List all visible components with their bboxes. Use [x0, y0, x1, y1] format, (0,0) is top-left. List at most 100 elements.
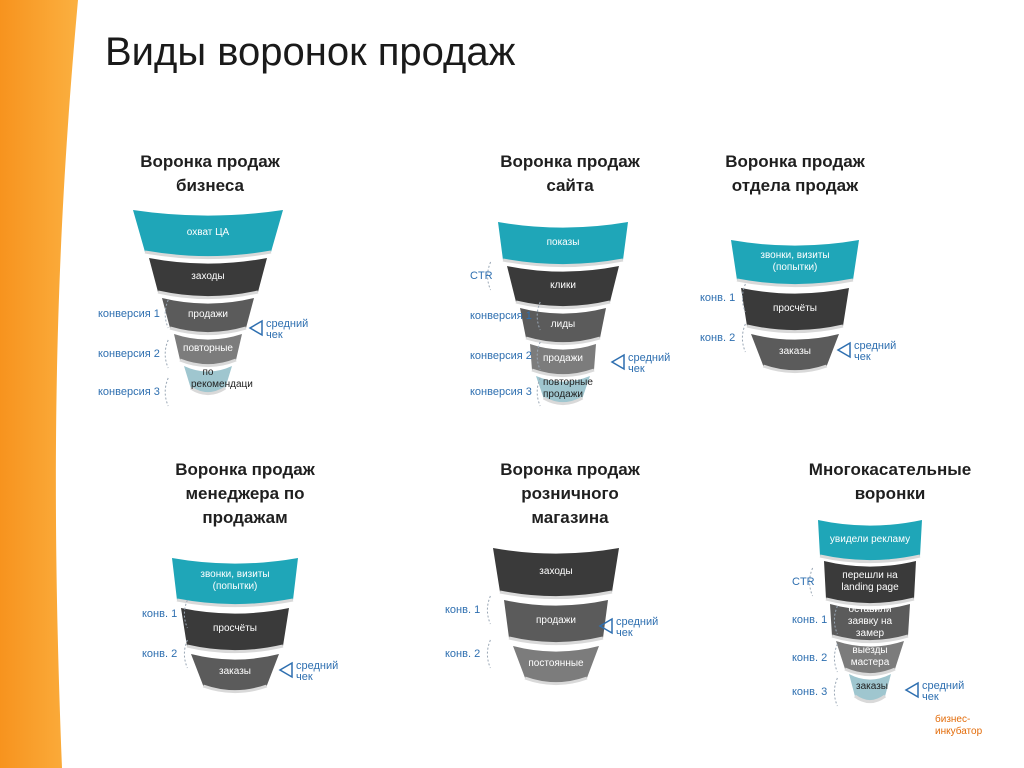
conversion-arrow-icon	[164, 377, 169, 407]
funnel-level-shape	[172, 558, 298, 606]
funnel-title-line: Воронка продаж	[500, 460, 640, 479]
funnel-title-line: Воронка продаж	[500, 152, 640, 171]
conversion-label: конверсия 3	[98, 386, 160, 398]
funnel-level-rim	[844, 667, 896, 677]
conversion-arrow-icon	[833, 643, 838, 673]
funnel-level-shape	[174, 334, 242, 366]
triangle-marker-icon	[278, 661, 293, 679]
funnel-level-rim	[825, 597, 915, 607]
funnel-level-label: клики	[550, 280, 576, 291]
funnel-level-rim	[525, 336, 601, 346]
funnel-level-rim	[176, 598, 294, 608]
funnel-level-rim	[515, 300, 611, 310]
conversion-label: конв. 2	[142, 648, 178, 660]
funnel-level-label: продажи	[536, 615, 576, 626]
funnel-level-shape	[530, 344, 596, 376]
funnel-title-line: воронки	[854, 484, 926, 503]
funnel-level-rim	[524, 676, 588, 686]
funnel-level-label: увидели рекламу	[829, 534, 911, 545]
funnel-level-shape	[498, 222, 628, 266]
funnel-level-shape	[184, 366, 232, 394]
page-title: Виды воронок продаж	[105, 30, 516, 74]
funnel-drawing	[172, 558, 298, 694]
funnel-level-label: оставили заявку на замер	[847, 604, 893, 639]
funnel-level-label: по рекомендаци	[191, 367, 253, 390]
conversion-arrow-icon	[833, 677, 838, 707]
funnel-title: Воронка продаж бизнеса	[90, 150, 330, 198]
funnel-level-rim	[169, 326, 247, 336]
conversion-label: CTR	[470, 270, 493, 282]
funnel-level-shape	[741, 288, 849, 332]
funnel-level-label: заказы	[856, 681, 888, 692]
funnel-level-label: заходы	[539, 566, 573, 577]
funnel-level-rim	[762, 364, 828, 374]
funnel-title: Воронка продаж менеджера по продажам	[130, 458, 360, 530]
funnel-level-rim	[144, 250, 272, 260]
funnel-level-shape	[849, 674, 891, 702]
funnel-level-rim	[831, 634, 909, 644]
triangle-marker-icon	[598, 617, 613, 635]
conversion-label: конв. 1	[700, 292, 736, 304]
funnel-drawing	[486, 548, 619, 686]
conversion-label: конверсия 2	[470, 350, 532, 362]
funnel-level-shape	[731, 240, 859, 286]
triangle-marker-icon	[904, 681, 919, 699]
brand-logo-text: бизнес- инкубатор	[935, 714, 982, 738]
funnel-level-rim	[186, 644, 284, 654]
funnel-level-shape	[493, 548, 619, 598]
triangle-marker-icon	[610, 353, 625, 371]
average-check-label: средний чек	[296, 660, 339, 683]
conversion-label: конверсия 3	[470, 386, 532, 398]
funnel-drawing	[487, 222, 628, 407]
conversion-arrow-icon	[486, 639, 491, 669]
funnel-level-rim	[202, 684, 268, 694]
conversion-label: CTR	[792, 576, 815, 588]
funnel-level-shape	[536, 376, 590, 404]
funnel-title: Воронка продаж сайта	[450, 150, 690, 198]
funnel-level-label: продажи	[543, 353, 583, 364]
conversion-label: конв. 2	[792, 652, 828, 664]
funnel-title-line: розничного	[521, 484, 619, 503]
funnel-level-label: повторные продажи	[543, 377, 593, 400]
average-check-label: средний чек	[628, 352, 671, 375]
funnel-level-shape	[824, 561, 916, 605]
funnel-level-label: продажи	[188, 309, 228, 320]
funnel-title-line: продажам	[202, 508, 288, 527]
funnel-level-rim	[157, 290, 259, 300]
funnel-level-rim	[179, 358, 237, 368]
triangle-marker-icon	[248, 319, 263, 337]
funnel-level-shape	[751, 334, 839, 372]
funnel-level-shape	[836, 641, 904, 675]
conversion-label: конв. 2	[445, 648, 481, 660]
conversion-label: конв. 1	[792, 614, 828, 626]
funnel-level-label: лиды	[550, 319, 576, 330]
brand-line: инкубатор	[935, 726, 983, 737]
funnel-title-line: Многокасательные	[808, 460, 972, 479]
funnel-retail-store: Воронка продаж розничного магазина заход…	[440, 458, 700, 698]
funnel-level-shape	[830, 604, 910, 642]
average-check-label: средний чек	[854, 340, 897, 363]
funnel-level-label: звонки, визиты (попытки)	[200, 569, 270, 592]
funnel-level-shape	[181, 608, 289, 652]
funnel-level-label: показы	[546, 237, 580, 248]
funnel-level-label: просчёты	[213, 623, 257, 634]
funnel-level-label: просчёты	[773, 303, 817, 314]
funnel-level-shape	[520, 308, 606, 344]
funnel-level-rim	[819, 554, 921, 564]
funnel-sales-manager: Воронка продаж менеджера по продажам зво…	[130, 458, 360, 698]
conversion-label: конверсия 2	[98, 348, 160, 360]
funnel-drawing	[133, 210, 283, 407]
average-check-label: средний чек	[616, 616, 659, 639]
funnel-level-label: постоянные	[528, 658, 584, 669]
funnel-multitouch: Многокасательные воронки увидели рекламу…	[780, 458, 1000, 718]
funnel-level-rim	[499, 590, 613, 600]
funnel-level-shape	[513, 646, 599, 684]
funnel-level-rim	[508, 636, 604, 646]
funnel-title: Многокасательные воронки	[780, 458, 1000, 506]
conversion-label: конверсия 1	[98, 308, 160, 320]
funnel-title: Воронка продаж отдела продаж	[680, 150, 910, 198]
funnel-level-label: звонки, визиты (попытки)	[760, 250, 830, 273]
funnel-level-rim	[531, 368, 595, 378]
funnel-level-rim	[746, 324, 844, 334]
